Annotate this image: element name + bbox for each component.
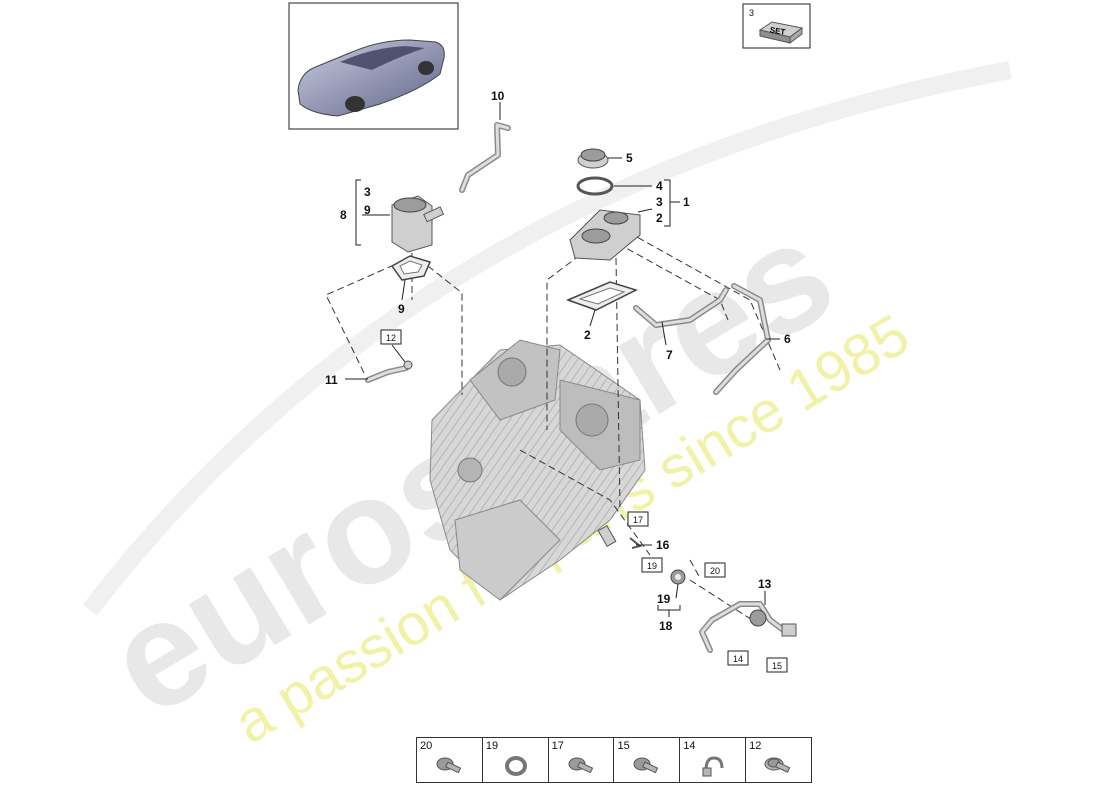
callout-7: 7	[666, 348, 673, 362]
part-7-hose	[633, 287, 729, 328]
car-illustration	[297, 39, 445, 117]
callout-13: 13	[758, 577, 772, 591]
callouts: 10 8 3 9 9 5 4 3 2 1 2 7 6 11 16 13 19 1…	[325, 89, 791, 633]
seal-ring-icon	[504, 756, 527, 776]
bolt-icon	[568, 757, 593, 774]
part-11-hose	[365, 360, 413, 383]
callout-18: 18	[659, 619, 673, 633]
boxed-callouts: 12 17 19 20 14 15	[380, 329, 788, 673]
boxed-callout-12: 12	[386, 333, 396, 343]
flange-bolt-icon	[764, 757, 791, 773]
set-kit-box: 3 SET	[742, 3, 811, 49]
callout-5: 5	[626, 151, 633, 165]
callout-8: 8	[340, 208, 347, 222]
set-kit-label: SET	[769, 25, 786, 36]
part-2-gasket	[565, 281, 639, 311]
hardware-cell: 20	[417, 738, 483, 782]
hardware-number: 17	[551, 740, 564, 752]
set-kit-number: 3	[749, 8, 754, 18]
hardware-table: 20 19 17 15 14 12	[416, 737, 812, 783]
bolt-icon	[633, 757, 659, 774]
hardware-number: 14	[683, 740, 696, 752]
callout-16: 16	[656, 538, 670, 552]
part-10-hose	[459, 122, 511, 193]
callout-8-9: 9	[364, 203, 371, 217]
hose-clamp-icon	[702, 756, 724, 777]
callout-11: 11	[325, 373, 338, 387]
boxed-callout-15: 15	[772, 661, 782, 671]
part-16-clip	[597, 525, 643, 549]
engine-block	[429, 339, 646, 601]
bolt-icon	[436, 757, 462, 774]
part-5-cap	[577, 148, 609, 169]
hardware-number: 20	[420, 740, 433, 752]
part-9-gasket	[390, 255, 432, 281]
hardware-cell: 12	[746, 738, 811, 782]
callout-2: 2	[656, 211, 663, 225]
callout-6: 6	[784, 332, 791, 346]
hardware-number: 12	[749, 740, 762, 752]
assembly-lines	[325, 231, 781, 626]
callout-10: 10	[491, 89, 505, 103]
callout-9-lower: 9	[398, 302, 405, 316]
hardware-cell: 17	[549, 738, 615, 782]
callout-4: 4	[656, 179, 663, 193]
callout-2-lower: 2	[584, 328, 591, 342]
hardware-cell: 15	[614, 738, 681, 782]
boxed-callout-17: 17	[633, 515, 643, 525]
boxed-callout-19: 19	[647, 561, 657, 571]
part-6-hose	[713, 283, 771, 395]
part-18-fitting	[670, 569, 686, 585]
boxed-callout-20: 20	[710, 566, 720, 576]
leader-lines	[345, 102, 780, 617]
callout-1: 1	[683, 195, 690, 209]
part-4-seal-ring	[576, 176, 614, 196]
hardware-number: 15	[617, 740, 630, 752]
part-13-oil-line	[699, 601, 797, 653]
part-8-valve-housing	[391, 195, 445, 253]
boxed-callout-14: 14	[733, 654, 743, 664]
vehicle-thumbnail	[288, 2, 459, 130]
hardware-cell: 19	[483, 738, 549, 782]
part-1-oil-separator	[569, 209, 641, 261]
hardware-cell: 14	[680, 738, 747, 782]
callout-3: 3	[656, 195, 663, 209]
hardware-number: 19	[485, 740, 499, 752]
callout-19: 19	[657, 592, 671, 606]
callout-8-3: 3	[364, 185, 371, 199]
